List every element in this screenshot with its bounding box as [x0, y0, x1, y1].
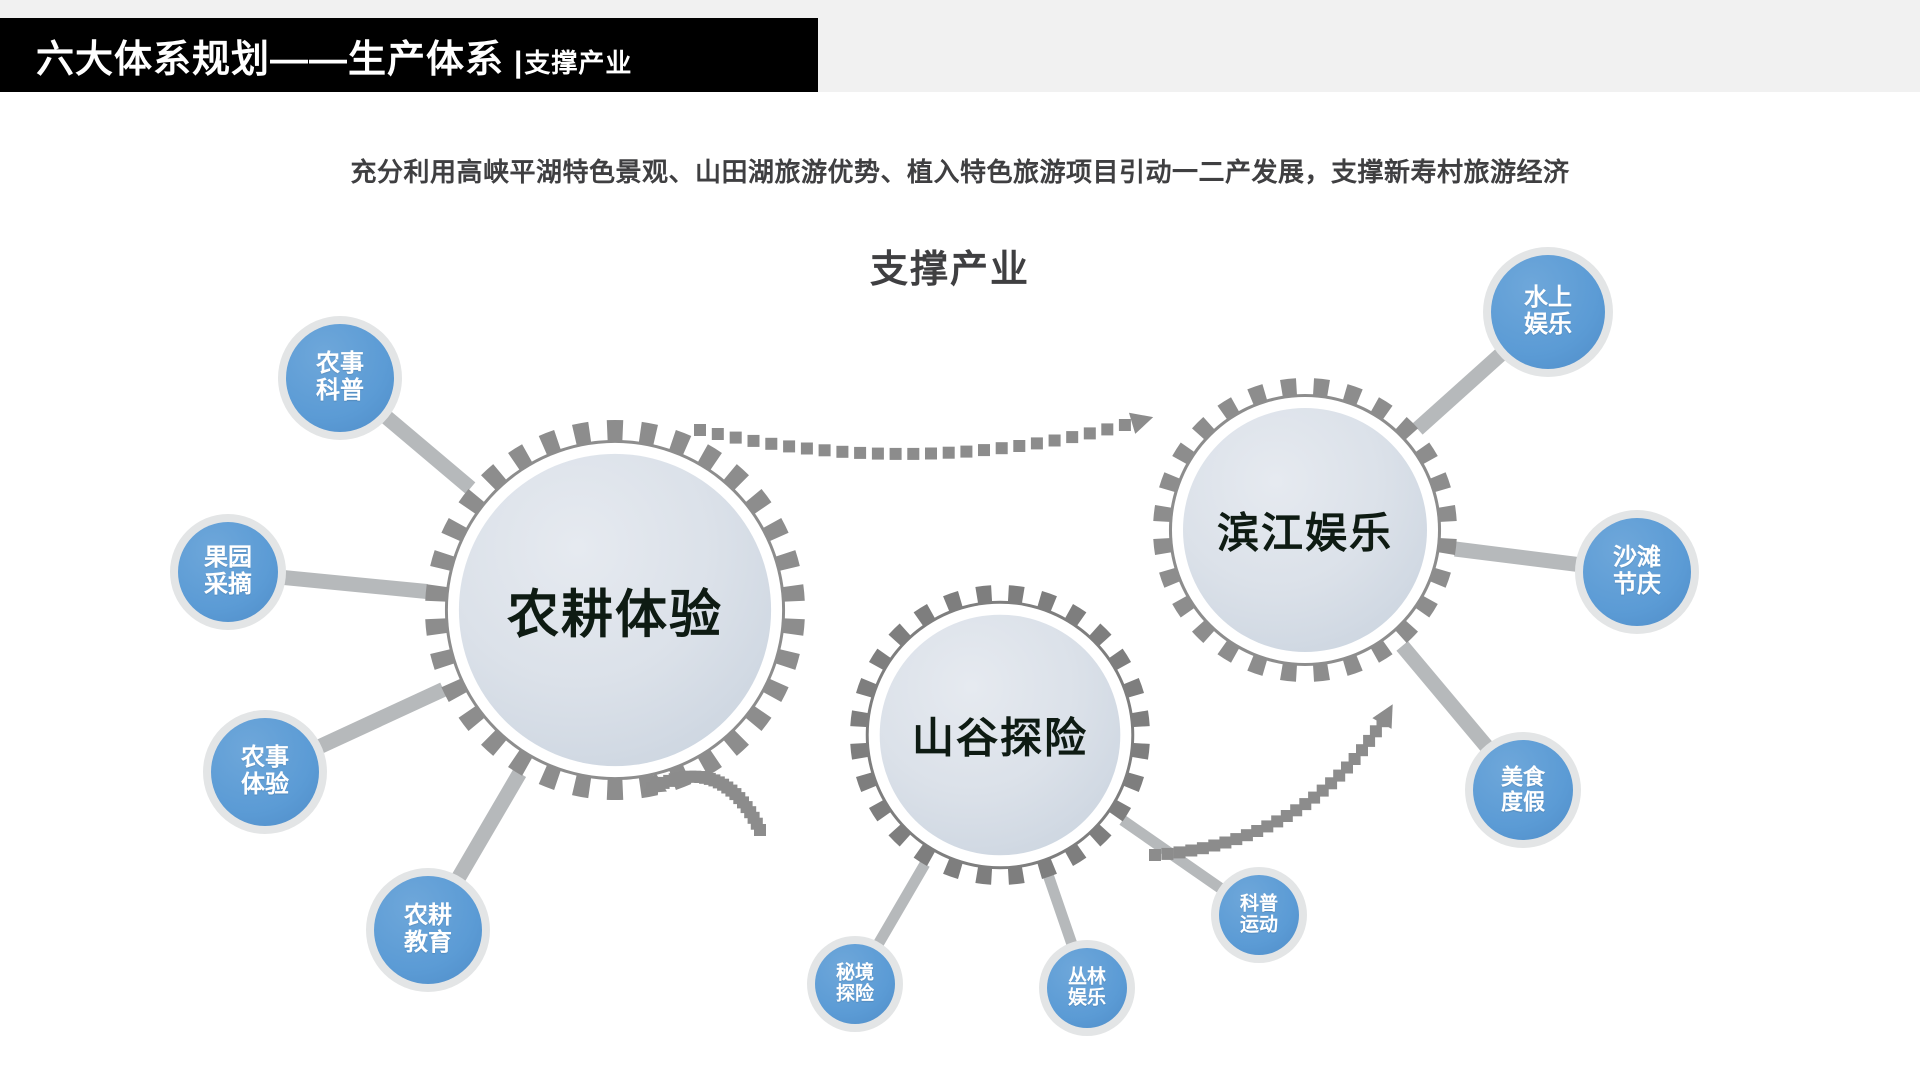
connector-node-shuishang-yule [1412, 347, 1508, 435]
arrow-valley-to-riverside-dot [1290, 804, 1303, 817]
connector-node-guoyuan-caizhai [280, 569, 428, 599]
node-nongshi-tiyan[interactable] [211, 718, 319, 826]
arrow-farming-to-riverside-dot [729, 431, 742, 444]
page-title: 六大体系规划——生产体系 [36, 38, 505, 81]
connector-node-conglin-yule [1043, 874, 1078, 949]
arrow-valley-to-riverside-dot [1185, 844, 1198, 857]
arrow-farming-to-riverside-dot [765, 437, 778, 450]
arrow-valley-to-riverside-dot [1230, 833, 1243, 846]
header-bar: 六大体系规划——生产体系 | 支撑产业 [0, 18, 818, 92]
gear-face-hub-valley[interactable] [879, 614, 1121, 856]
arrow-farming-to-riverside-dot [1083, 427, 1096, 440]
node-kepu-yundong[interactable] [1219, 875, 1299, 955]
arrow-valley-to-riverside-dot [1280, 810, 1293, 822]
header-subtitle-tag: 支撑产业 [524, 47, 633, 78]
node-shuishang-yule[interactable] [1491, 255, 1605, 369]
arrow-valley-to-riverside-dot [1219, 836, 1232, 849]
section-heading: 支撑产业 [870, 249, 1031, 291]
arrow-farming-to-riverside-dot [907, 447, 920, 460]
arrow-farming-to-riverside-dot [942, 446, 955, 459]
connector-node-mijing-tanxian [872, 861, 930, 949]
arrow-valley-to-riverside-dot [1149, 849, 1161, 861]
arrow-farming-to-riverside-dot [1118, 419, 1131, 431]
arrow-farming-to-riverside-dot [1030, 437, 1043, 450]
node-conglin-yule[interactable] [1047, 948, 1127, 1028]
arrow-farming-to-riverside-dot [711, 428, 724, 440]
node-layer [170, 247, 1699, 1036]
arrow-farming-to-riverside-dot [995, 442, 1008, 455]
node-shatan-jieqing[interactable] [1583, 518, 1691, 626]
arrow-farming-to-riverside-dot [978, 444, 990, 457]
node-guoyuan-caizhai[interactable] [178, 522, 278, 622]
arrow-farming-to-riverside-dot [747, 434, 760, 447]
hub-hit-hub-valley[interactable] [850, 585, 1150, 885]
arrow-valley-to-riverside-dot [1261, 820, 1274, 833]
subtitle-text: 充分利用高峡平湖特色景观、山田湖旅游优势、植入特色旅游项目引动一二产发展，支撑新… [350, 157, 1570, 187]
arrow-farming-to-riverside-dot [694, 424, 706, 436]
arrow-valley-to-riverside-dot [1251, 825, 1264, 837]
arrow-valley-to-riverside-dot [1208, 839, 1221, 852]
node-meishi-dujia[interactable] [1473, 740, 1573, 840]
arrow-farming-to-riverside-dot [889, 447, 902, 460]
arrow-valley-to-riverside-dot [1161, 847, 1174, 860]
arrow-valley-to-riverside-dot [1369, 725, 1382, 738]
arrow-farming-to-riverside-dot [783, 440, 796, 453]
arrow-farming-to-riverside-dot [1101, 423, 1114, 436]
gear-layer [425, 378, 1457, 885]
arrow-valley-to-riverside-dot [1173, 846, 1186, 859]
arrow-farming-to-riverside-dot [925, 447, 937, 460]
gear-face-hub-riverside[interactable] [1183, 408, 1427, 652]
arrow-farming-to-riverside-dot [960, 445, 973, 458]
arrow-valley-to-riverside-dot [1240, 829, 1253, 842]
arrow-farming-to-riverside-dot [854, 446, 867, 459]
arrow-farming-to-riverside-dot [871, 447, 884, 460]
arrow-farming-to-riverside-dot [836, 445, 849, 458]
hub-hit-hub-riverside[interactable] [1153, 378, 1457, 682]
header-separator: | [514, 45, 523, 79]
arrow-valley-to-riverside-dot [1356, 744, 1368, 757]
arrow-farming-to-riverside-dot [1066, 431, 1079, 444]
arrow-farming-to-riverside-dot [800, 442, 813, 455]
connector-node-nongshi-kepu [379, 409, 476, 494]
arrow-farming-to-riverside-dot [1048, 434, 1061, 447]
connector-node-meishi-dujia [1396, 641, 1495, 754]
connector-node-nonggeng-jiaoyu [450, 769, 527, 884]
arrow-valley-to-riverside-dot [1271, 815, 1284, 828]
hub-hit-hub-farming[interactable] [425, 420, 805, 800]
node-nonggeng-jiaoyu[interactable] [374, 876, 482, 984]
flow-arrow-layer [642, 412, 1393, 861]
gear-face-hub-farming[interactable] [458, 453, 772, 767]
arrow-valley-to-riverside-dot [1363, 734, 1376, 747]
arrow-farming-to-valley-head [642, 772, 667, 794]
arrow-farming-to-riverside-head [1128, 412, 1154, 434]
connector-node-shatan-jieqing [1454, 541, 1581, 573]
arrow-farming-to-riverside-dot [1013, 440, 1026, 452]
node-mijing-tanxian[interactable] [815, 944, 895, 1024]
node-nongshi-kepu[interactable] [286, 324, 394, 432]
arrow-farming-to-riverside-dot [818, 444, 831, 457]
arrow-valley-to-riverside-head [1372, 704, 1393, 729]
arrow-valley-to-riverside-dot [1196, 842, 1209, 855]
connector-node-nongshi-tiyan [314, 682, 447, 755]
